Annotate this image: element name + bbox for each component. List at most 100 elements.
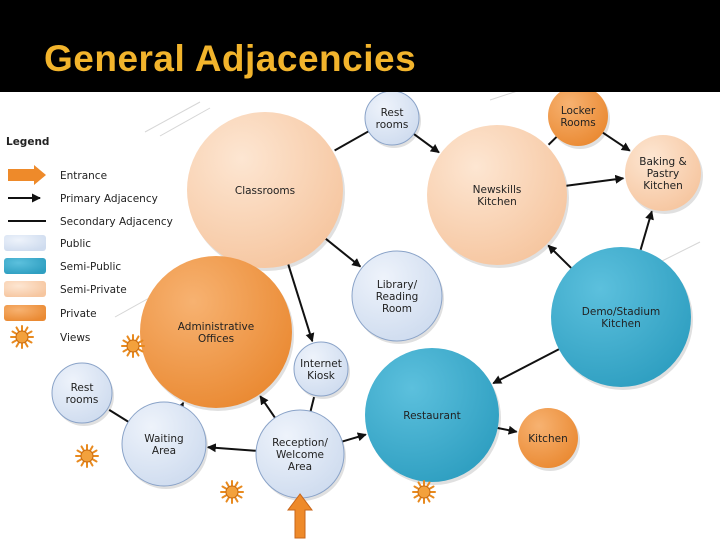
adjacency-secondary-waiting-area-to-rest-rooms-left (108, 409, 129, 423)
node-restaurant[interactable]: Restaurant (365, 348, 501, 485)
node-label: Waiting (144, 433, 183, 445)
node-label: Kitchen (528, 433, 567, 445)
adjacency-primary-locker-rooms-to-baking-pastry-kitchen (602, 131, 631, 152)
node-label: Newskills (473, 184, 522, 196)
adjacency-primary-reception-welcome-area-to-restaurant (341, 432, 367, 443)
node-label: Restaurant (403, 410, 460, 422)
entrance-arrow (287, 493, 313, 539)
legend-label: Primary Adjacency (60, 193, 158, 205)
node-label: Pastry (647, 168, 679, 180)
node-label: Kitchen (477, 196, 516, 208)
node-label: Internet (300, 358, 342, 370)
decorative-stroke (659, 241, 701, 263)
adjacency-primary-demo-stadium-kitchen-to-restaurant (492, 348, 560, 385)
node-label: Administrative (178, 321, 254, 333)
public-swatch (4, 235, 46, 251)
decorative-stroke (159, 107, 211, 137)
legend-label: Public (60, 238, 91, 250)
legend-label: Secondary Adjacency (60, 216, 173, 228)
node-circle-public (121, 401, 207, 487)
node-label: Rest (381, 107, 404, 119)
node-circle-public (293, 341, 349, 397)
node-circle-private (140, 256, 292, 408)
adjacency-primary-demo-stadium-kitchen-to-baking-pastry-kitchen (639, 210, 654, 251)
legend-item-semi_public: Semi-Public (4, 258, 121, 274)
legend-label: Private (60, 308, 97, 320)
adjacency-primary-rest-rooms-top-to-newskills-kitchen (413, 133, 440, 154)
view-sun-icon (121, 334, 145, 358)
adjacency-primary-restaurant-to-kitchen (497, 425, 518, 435)
legend-label: Entrance (60, 170, 107, 182)
legend-label: Semi-Private (60, 284, 127, 296)
node-label: Reading (376, 291, 419, 303)
node-label: Demo/Stadium (582, 306, 660, 318)
decorative-stroke (489, 92, 517, 101)
node-kitchen[interactable]: Kitchen (518, 408, 580, 471)
legend-heading: Legend (6, 136, 49, 148)
view-sun-icon (220, 480, 244, 504)
adjacency-primary-reception-welcome-area-to-administrative-offices (259, 395, 276, 419)
node-circle-semi_public (365, 348, 499, 482)
node-circle-semi_private (625, 135, 701, 211)
node-label: rooms (66, 394, 99, 406)
adjacency-primary-demo-stadium-kitchen-to-newskills-kitchen (547, 244, 572, 269)
node-label: Offices (198, 333, 234, 345)
decorative-stroke (144, 101, 201, 133)
node-label: Rooms (560, 117, 595, 129)
adjacency-primary-reception-welcome-area-to-waiting-area (206, 443, 257, 453)
adjacency-secondary-locker-rooms-to-newskills-kitchen (547, 136, 558, 146)
node-circle-public (51, 362, 113, 424)
adjacency-primary-waiting-area-to-administrative-offices (175, 401, 185, 412)
view-sun-icon (412, 480, 436, 504)
node-label: Reception/ (272, 437, 328, 449)
adjacency-primary-classrooms-to-library-reading-room (325, 238, 362, 268)
legend-item-secondary: Secondary Adjacency (8, 216, 173, 228)
node-circle-semi_public (551, 247, 691, 387)
node-label: Classrooms (235, 185, 295, 197)
node-circle-semi_private (187, 112, 343, 268)
legend-item-entrance: Entrance (8, 165, 107, 185)
node-label: Area (288, 461, 312, 473)
node-label: Kiosk (307, 370, 336, 382)
legend-item-primary: Primary Adjacency (8, 193, 158, 205)
node-label: Kitchen (601, 318, 640, 330)
node-label: Library/ (377, 279, 418, 291)
node-classrooms[interactable]: Classrooms (187, 112, 345, 271)
adjacency-secondary-reception-welcome-area-to-internet-kiosk (309, 396, 316, 412)
node-label: Baking & (639, 156, 686, 168)
node-label: Locker (561, 105, 596, 117)
adjacency-primary-classrooms-to-internet-kiosk (287, 264, 315, 343)
semi_public-swatch (4, 258, 46, 274)
adjacency-secondary-rest-rooms-top-to-classrooms (334, 130, 370, 152)
node-circle-public (364, 92, 420, 146)
legend-item-public: Public (4, 235, 91, 251)
page-title: General Adjacencies (44, 38, 417, 79)
node-circle-private (518, 408, 578, 468)
node-label: rooms (376, 119, 409, 131)
adjacency-primary-newskills-kitchen-to-baking-pastry-kitchen (566, 174, 625, 187)
node-label: Welcome (276, 449, 324, 461)
entrance-swatch (8, 165, 46, 185)
legend-label: Semi-Public (60, 261, 121, 273)
view-sun-icon (75, 444, 99, 468)
title-bar: General Adjacencies (0, 0, 720, 92)
legend-item-private: Private (4, 305, 97, 321)
private-swatch (4, 305, 46, 321)
legend-item-semi_private: Semi-Private (4, 281, 127, 297)
node-circle-semi_private (427, 125, 567, 265)
node-circle-private (548, 92, 608, 146)
